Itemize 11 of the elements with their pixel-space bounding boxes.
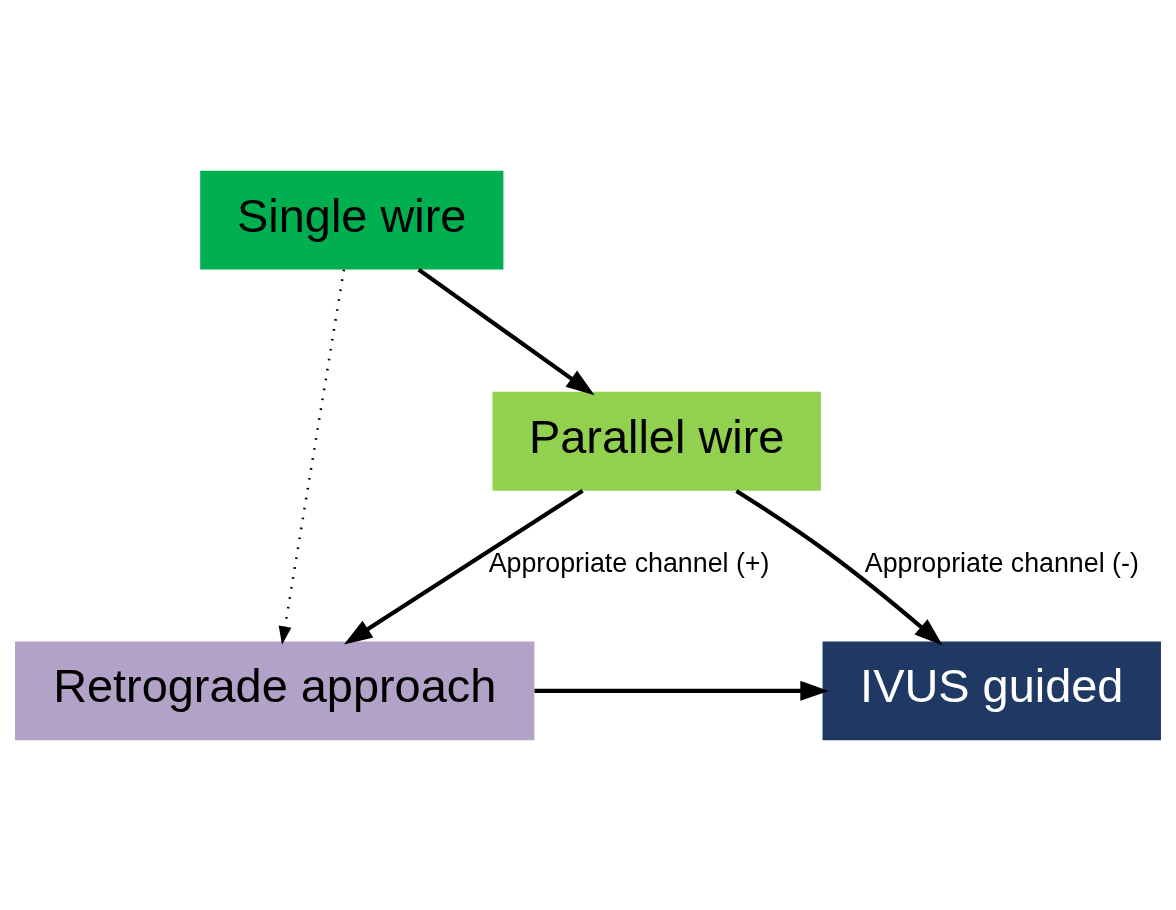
edge-label: Appropriate channel (+) <box>488 547 770 578</box>
arrow <box>278 268 346 645</box>
arrow <box>534 680 829 701</box>
node-box: Parallel wire <box>492 391 821 491</box>
node-box: IVUS guided <box>822 640 1161 740</box>
arrow <box>735 488 943 645</box>
node-box: Retrograde approach <box>15 640 535 740</box>
arrow <box>343 488 584 645</box>
node-box: Single wire <box>200 170 504 270</box>
edge-label: Appropriate channel (-) <box>864 547 1139 578</box>
arrow <box>417 267 595 395</box>
